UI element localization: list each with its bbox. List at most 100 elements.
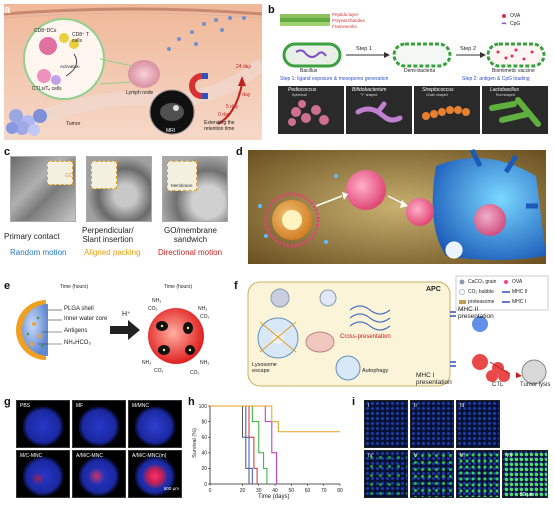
g-image-amcmnc: A/M/C-MNC xyxy=(72,450,126,498)
e-nh3-1: NH₃ xyxy=(152,298,162,304)
step2-desc: Step 2: antigen & CpG loading xyxy=(462,76,530,82)
panel-a: a CD8⁺DCs CD8⁺ T cells Activation CTLs/T… xyxy=(4,4,262,140)
extending-label: Extending the retention time xyxy=(204,120,235,132)
tem-image-2 xyxy=(86,156,152,222)
e-hplus: H⁺ xyxy=(122,311,131,318)
c-title-3: GO/membrane sandwich xyxy=(164,226,217,244)
f-autophagy: Autophagy xyxy=(362,368,389,374)
y-tick-label: 60 xyxy=(201,435,207,441)
go-inset-1 xyxy=(47,161,73,185)
x-tick-label: 30 xyxy=(256,488,262,494)
demi-label: Demi-bacteria xyxy=(404,68,436,74)
panel-g-label: g xyxy=(4,396,11,408)
bact2-label: Bifidobacterium xyxy=(352,87,387,93)
x-tick-label: 60 xyxy=(305,488,311,494)
ova-label: OVA xyxy=(510,13,521,19)
h-ylabel: Survival (%) xyxy=(191,428,198,458)
panel-f: f xyxy=(230,272,552,390)
lymph-node-label: Lymph node xyxy=(126,90,154,96)
i-label-2: II xyxy=(414,403,417,409)
i-scale: 50 μm xyxy=(520,492,534,498)
i-image-4: IV xyxy=(364,450,408,498)
membrane-inset-label: Membrane xyxy=(171,183,193,188)
c-title-1: Primary contact xyxy=(4,232,60,241)
i-image-5: V xyxy=(410,450,454,498)
cpg-label: CpG xyxy=(510,21,521,27)
e-layer-core: Inner water core xyxy=(64,316,108,322)
f-legend-mhc2: MHC II xyxy=(512,289,528,295)
x-tick-label: 20 xyxy=(240,488,246,494)
survival-series-1 xyxy=(210,405,250,484)
panel-a-label: a xyxy=(4,4,11,16)
e-nh3-4: NH₃ xyxy=(200,360,210,366)
g-label-pbs: PBS xyxy=(20,403,31,409)
y-tick-label: 100 xyxy=(199,404,208,410)
i-label-5: V xyxy=(414,453,418,459)
day5-label: 5 day xyxy=(226,104,239,110)
bact3-sub: Chain shaped xyxy=(426,93,448,97)
mri-label: MRI xyxy=(166,128,176,134)
i-image-6: VI xyxy=(456,450,500,498)
x-tick-label: 50 xyxy=(288,488,294,494)
panel-h-label: h xyxy=(188,396,195,408)
g-image-mmnc: M/MNC xyxy=(128,400,182,448)
frameworks-label: Frameworks xyxy=(332,24,357,29)
tem-image-1: GO xyxy=(10,156,76,222)
f-apc: APC xyxy=(426,286,441,293)
f-lysosome: Lysosome escape xyxy=(252,362,277,374)
panel-b-label: b xyxy=(268,4,275,16)
i-image-2: II xyxy=(410,400,454,448)
y-tick-label: 0 xyxy=(204,482,207,488)
panel-c: c GO Membrane Primary contact Perpendicu… xyxy=(4,146,232,266)
panel-d-illustration xyxy=(248,148,546,264)
bact4-sub: Rod shaped xyxy=(496,93,515,97)
g-label-mmnc: M/MNC xyxy=(132,403,149,409)
panel-b: b Peptido layer Polysaccharides Framewor… xyxy=(266,4,550,140)
i-image-7: VII xyxy=(502,450,548,498)
e-co2-4: CO₂ xyxy=(190,370,200,376)
activation-label: Activation xyxy=(60,64,80,69)
e-layer-antigens: Antigens xyxy=(64,328,88,334)
panel-g: g PBS MF M/MNC M/C-MNC A/M/C-MNC A/M/C-M… xyxy=(4,396,184,502)
c-motion-3: Directional motion xyxy=(158,248,223,257)
g-image-amcmnc-m: A/M/C-MNC(m) 500 μm xyxy=(128,450,182,498)
cd8-dcs-label: CD8⁺DCs xyxy=(34,28,57,34)
f-lysis: Tumor lysis xyxy=(520,382,551,388)
i-label-4: IV xyxy=(368,453,373,459)
y-tick-label: 40 xyxy=(201,451,207,457)
i-image-1: I xyxy=(364,400,408,448)
survival-series-6 xyxy=(210,405,340,433)
panel-d-label: d xyxy=(236,146,243,158)
panel-d: d xyxy=(236,146,550,266)
panel-b-illustration xyxy=(278,14,548,134)
f-legend-mhc1: MHC I xyxy=(512,299,527,305)
x-tick-label: 80 xyxy=(337,488,343,494)
f-legend-caco3: CaCO₃ grain xyxy=(468,279,497,285)
panel-f-illustration xyxy=(247,275,549,387)
c-motion-1: Random motion xyxy=(10,248,67,257)
go-inset-2 xyxy=(91,161,117,189)
g-label-mcmnc: M/C-MNC xyxy=(20,453,43,459)
survival-series-4 xyxy=(210,405,268,484)
step1-desc: Step 1: ligand exposure & mesopores gene… xyxy=(280,76,389,82)
x-tick-label: 0 xyxy=(209,488,212,494)
panel-e: e Time (hours) Time (hours) PLGA shell I… xyxy=(4,280,224,380)
f-ctl: CTL xyxy=(492,382,504,388)
x-tick-label: 70 xyxy=(321,488,327,494)
x-tick-label: 40 xyxy=(272,488,278,494)
e-nh3-2: NH₃ xyxy=(198,306,208,312)
f-cross: Cross-presentation xyxy=(340,334,391,340)
membrane-inset xyxy=(167,161,197,191)
ctls-label: CTLs/Tₑ cells xyxy=(32,86,62,92)
day0-label: 0 day xyxy=(218,112,231,118)
tumor-label: Tumor xyxy=(66,121,81,127)
f-legend-ova: OVA xyxy=(512,279,523,285)
g-scale: 500 μm xyxy=(163,486,179,491)
g-label-mf: MF xyxy=(76,403,84,409)
panel-c-label: c xyxy=(4,146,11,158)
e-co2-1: CO₂ xyxy=(148,306,158,312)
g-label-amcmnc: A/M/C-MNC xyxy=(76,453,103,459)
bact1-label: Pediococcus xyxy=(288,87,317,93)
h-xlabel: Time (days) xyxy=(258,494,290,500)
